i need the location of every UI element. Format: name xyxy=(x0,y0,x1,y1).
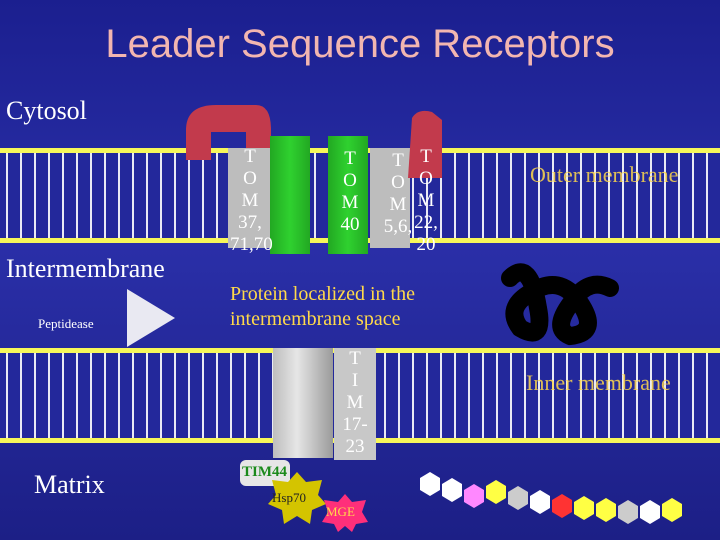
peptidase-label: Peptidease xyxy=(38,316,94,331)
tom5-block xyxy=(370,148,410,248)
mge-label: MGE xyxy=(326,504,355,519)
tim44-label: TIM44 xyxy=(242,464,287,480)
tom37-block xyxy=(228,148,270,248)
page-title: Leader Sequence Receptors xyxy=(105,22,615,66)
peptidase-icon xyxy=(127,289,175,347)
tom-pore-left xyxy=(270,136,310,254)
folded-protein-icon xyxy=(501,263,619,346)
tom20-receptor xyxy=(408,110,442,178)
mge-shape xyxy=(322,494,368,532)
tim17-block xyxy=(334,348,376,460)
inner-membrane-label: Inner membrane xyxy=(526,370,671,395)
outer-membrane-label: Outer membrane xyxy=(530,162,679,187)
cytosol-label: Cytosol xyxy=(6,96,87,125)
tim-channel xyxy=(273,348,333,458)
matrix-label: Matrix xyxy=(34,470,105,499)
intermembrane-label: Intermembrane xyxy=(6,254,165,283)
hsp70-label: Hsp70 xyxy=(272,490,306,505)
protein-chain xyxy=(420,472,682,524)
hsp70-shape xyxy=(268,472,326,524)
tom-pore-right xyxy=(328,136,368,254)
